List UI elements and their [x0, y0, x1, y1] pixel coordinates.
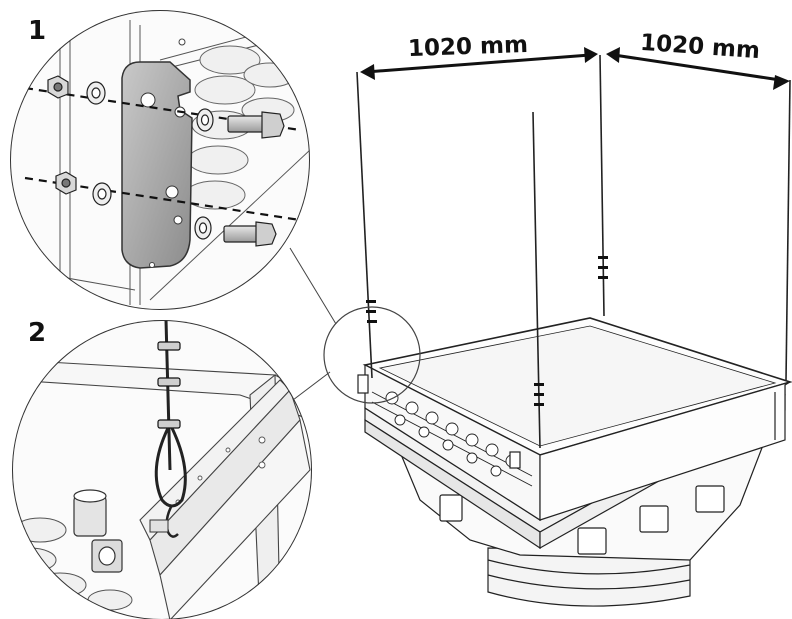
rod-clamps — [366, 256, 608, 406]
suspension-rods — [356, 54, 791, 449]
main-unit — [357, 317, 792, 607]
callout-leaders — [289, 247, 421, 404]
step-number-2: 2 — [28, 318, 47, 348]
dimension-label-left: 1020 mm — [407, 31, 529, 63]
dimension-arrows — [360, 47, 790, 90]
detail-2-rod-hook — [12, 320, 312, 619]
step-number-1: 1 — [28, 16, 47, 46]
detail-1-mounting-bracket — [10, 10, 310, 310]
